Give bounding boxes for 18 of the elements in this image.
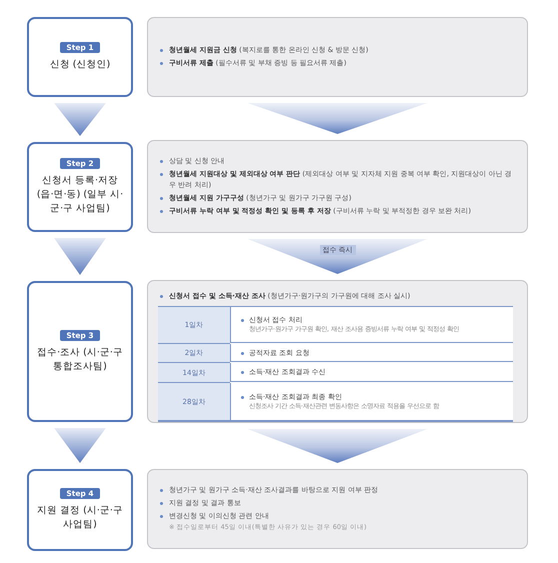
chevron-arrow <box>248 429 428 463</box>
step-box <box>27 469 133 551</box>
chevron-arrow <box>54 428 106 463</box>
step-title: 접수·조사 (시·군·구 통합조사팀) <box>36 346 124 374</box>
chevron-arrow <box>248 103 428 134</box>
step-box <box>27 142 133 232</box>
step-box <box>27 17 133 97</box>
detail-panel <box>147 280 528 423</box>
step-box <box>27 281 133 422</box>
detail-panel <box>147 17 528 97</box>
detail-panel <box>147 140 528 233</box>
chevron-arrow <box>248 239 428 274</box>
step-title: 신청 (신청인) <box>48 58 112 72</box>
step-title: 지원 결정 (시·군·구 사업팀) <box>36 504 124 532</box>
step-title: 신청서 등록·저장 (읍·면·동) (일부 시·군·구 사업팀) <box>36 174 124 216</box>
chevron-arrow <box>54 238 106 275</box>
detail-panel <box>147 469 528 549</box>
chevron-arrow <box>54 103 106 136</box>
